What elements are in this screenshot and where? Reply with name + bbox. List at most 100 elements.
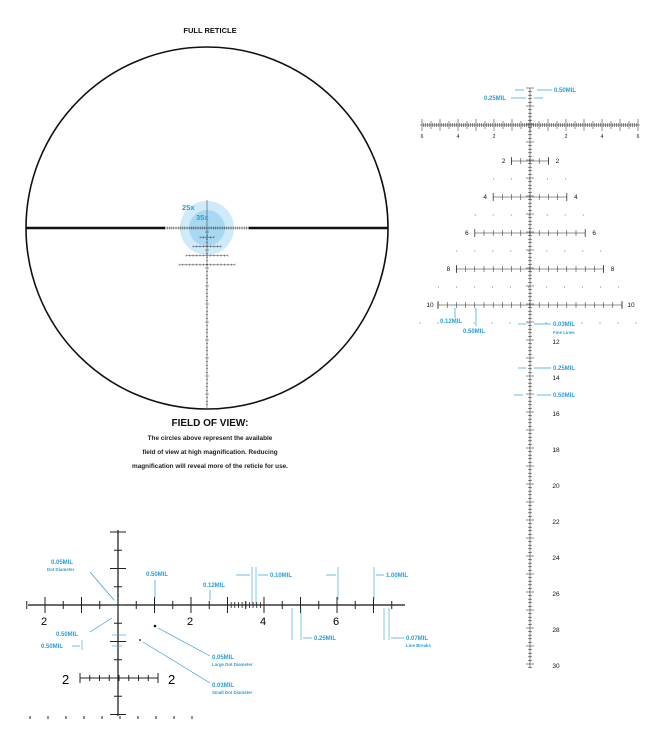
windage-dot [419, 322, 421, 324]
fov-line-1: The circles above represent the availabl… [147, 435, 273, 442]
windage-dot [545, 286, 547, 288]
windage-dot [563, 286, 565, 288]
windage-dot [492, 250, 494, 252]
hash-level-number: 4 [574, 194, 578, 201]
stadia-number: 22 [552, 519, 560, 526]
windage-dot [582, 214, 584, 216]
detail-050-top-label: 0.50MIL [146, 572, 168, 578]
windage-dot [581, 286, 583, 288]
windage-dot [563, 322, 565, 324]
hash-level-number: 2 [556, 158, 560, 165]
windage-dot [635, 322, 637, 324]
mag-25x-label: 25x [182, 203, 195, 212]
full-reticle-title: FULL RETICLE [183, 26, 237, 35]
detail-100-label: 1.00MIL [386, 573, 408, 579]
windage-dot [617, 286, 619, 288]
windage-dot [511, 178, 513, 180]
windage-dot [528, 250, 530, 252]
windage-dot [617, 322, 619, 324]
windage-dot [437, 286, 439, 288]
windage-dot [510, 214, 512, 216]
large-dot-value-label: 0.05MIL [212, 655, 234, 661]
hash-level-number: 2 [502, 158, 506, 165]
windage-dot [582, 250, 584, 252]
top-050-mil-label: 0.50MIL [554, 88, 576, 94]
windage-dot [528, 214, 530, 216]
h-tick-number: 2 [565, 134, 568, 140]
windage-dot [509, 286, 511, 288]
detail-num-4: 4 [260, 616, 266, 628]
mini-reticle-ticks [164, 226, 249, 405]
windage-dot [492, 214, 494, 216]
windage-dot [546, 214, 548, 216]
windage-dot [491, 322, 493, 324]
windage-dot [529, 178, 531, 180]
detail-reticle: 2 2 4 6 2 2 0.05MIL Dot Diameter 0.50MIL… [26, 530, 431, 719]
hash-level-number: 8 [447, 266, 451, 273]
h-tick-number: 4 [601, 134, 604, 140]
small-dot-caption-label: Small Dot Diameter [212, 690, 253, 695]
windage-dot [509, 322, 511, 324]
detail-num-2-right: 2 [187, 616, 193, 628]
stadia-number: 16 [552, 411, 560, 418]
h-tick-number: 4 [457, 134, 460, 140]
detail-025-label: 0.25MIL [314, 636, 336, 642]
hash-level-number: 8 [611, 266, 615, 273]
large-dot-caption-label: Large Dot Diameter [212, 662, 253, 667]
left-012-mil-label: 0.12MIL [440, 319, 462, 325]
windage-dot [473, 286, 475, 288]
detail-010-label: 0.10MIL [270, 573, 292, 579]
leader-large-dot [157, 627, 211, 657]
windage-dot [456, 250, 458, 252]
fine-lines-caption-label: Fine Lines [553, 330, 575, 335]
dot-diameter-value-label: 0.05MIL [51, 560, 73, 566]
top-025-mil-label: 0.25MIL [484, 96, 506, 102]
detail-num-6: 6 [333, 616, 339, 628]
stadia-number: 24 [552, 555, 560, 562]
windage-dot [545, 322, 547, 324]
windage-dot [473, 322, 475, 324]
windage-dot [564, 214, 566, 216]
stadia-number: 20 [552, 483, 560, 490]
leader-small-dot [142, 641, 211, 684]
detail-012-label: 0.12MIL [203, 583, 225, 589]
dot-diameter-leader [89, 571, 115, 601]
field-of-view-title: FIELD OF VIEW: [171, 418, 249, 429]
large-dot [153, 624, 157, 628]
fov-line-2: field of view at high magnification. Red… [142, 449, 278, 456]
fine-lines-value-label: 0.03MIL [553, 322, 575, 328]
mag-35x-label: 35x [196, 213, 209, 222]
right-050-mil-label: 0.50MIL [553, 393, 575, 399]
stadia-number: 12 [552, 339, 560, 346]
windage-dot [599, 322, 601, 324]
stadia-number: 18 [552, 447, 560, 454]
stadia-number: 14 [552, 375, 560, 382]
windage-dot [474, 214, 476, 216]
windage-dot [564, 250, 566, 252]
line-breaks-value-label: 0.07MIL [406, 636, 428, 642]
leader-050-a [89, 617, 113, 633]
hash-level-number: 6 [465, 230, 469, 237]
line-breaks-caption-label: Line Breaks [406, 643, 431, 648]
full-reticle-view: 25x 35x [25, 46, 389, 410]
windage-dot [437, 322, 439, 324]
windage-dot [599, 286, 601, 288]
stadia-number: 28 [552, 627, 560, 634]
detail-ticks [26, 531, 393, 719]
windage-dot [527, 286, 529, 288]
windage-dot [455, 286, 457, 288]
detail-num-2-low-right: 2 [168, 672, 175, 687]
hash-level-number: 6 [592, 230, 596, 237]
hash-level-number: 4 [483, 194, 487, 201]
windage-dot [455, 322, 457, 324]
h-tick-number: 2 [493, 134, 496, 140]
stadia-number: 30 [552, 663, 560, 670]
dot-diameter-caption-label: Dot Diameter [47, 567, 75, 572]
detail-left-050-b: 0.50MIL [41, 644, 63, 650]
stadia-number: 26 [552, 591, 560, 598]
fov-line-3: magnification will reveal more of the re… [132, 463, 288, 470]
small-dot [139, 639, 141, 641]
detail-num-2-low-left: 2 [62, 672, 69, 687]
